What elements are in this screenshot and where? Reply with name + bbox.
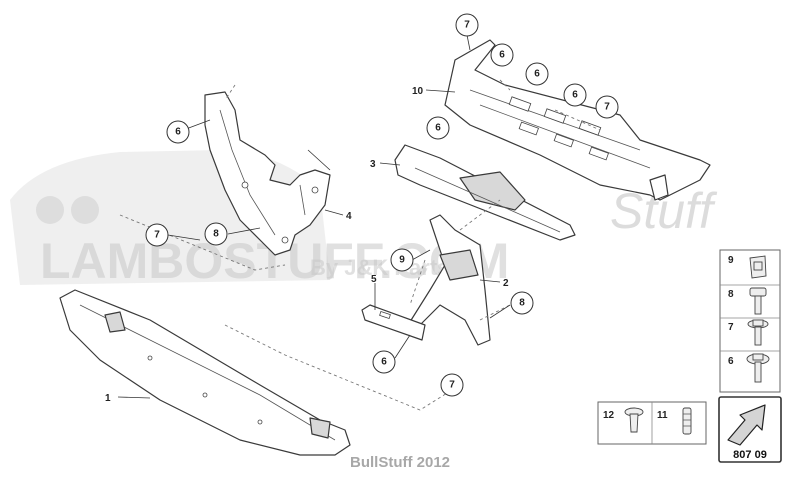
small-plate [361,304,426,341]
callout-6-rail: 6 [426,116,450,140]
svg-text:9: 9 [728,255,734,266]
label-2: 2 [503,278,509,289]
clip-nut-icon [749,255,767,279]
callout-8-left: 8 [204,222,228,246]
svg-text:7: 7 [604,102,610,113]
label-5: 5 [371,274,377,285]
sleeve-icon [682,407,692,435]
footer-credit: BullStuff 2012 [350,454,450,471]
svg-text:7: 7 [464,20,470,31]
rivet-icon [624,407,644,433]
svg-text:2: 2 [503,278,509,289]
label-1: 1 [105,393,111,404]
washer-bolt-icon [746,353,770,383]
callout-6-upper-b: 6 [525,62,549,86]
svg-text:7: 7 [449,380,455,391]
svg-text:6: 6 [572,90,578,101]
diagram-reference-number: 807 09 [733,449,767,461]
label-3: 3 [370,159,376,170]
watermark-byline: By J&K Parts [310,255,449,280]
label-10: 10 [412,86,424,97]
front-bumper-beam [59,289,351,456]
svg-text:6: 6 [175,127,181,138]
svg-text:6: 6 [499,50,505,61]
bolt-icon [749,287,767,315]
bottom-fastener-panel: 12 11 [597,401,707,445]
label-4: 4 [346,211,352,222]
diagram-reference-box: 807 09 [718,396,782,463]
svg-text:6: 6 [728,356,734,367]
svg-text:6: 6 [381,357,387,368]
flange-bolt-icon [747,319,769,346]
svg-text:6: 6 [435,123,441,134]
callout-6-left-bracket: 6 [166,120,190,144]
svg-text:9: 9 [399,255,405,266]
left-side-bracket [204,91,331,256]
callout-7-top: 7 [455,13,479,37]
svg-text:8: 8 [519,298,525,309]
center-stand [407,214,491,346]
svg-text:8: 8 [728,289,734,300]
fastener-legend-panel: 9 8 7 6 [719,249,781,393]
svg-text:5: 5 [371,274,377,285]
svg-text:12: 12 [603,410,615,421]
svg-text:10: 10 [412,86,424,97]
leader-lines [117,24,511,399]
svg-text:8: 8 [213,229,219,240]
svg-text:4: 4 [346,211,352,222]
callout-6-upper-c: 6 [563,83,587,107]
svg-text:6: 6 [534,69,540,80]
mid-bracket-rail [394,144,576,241]
svg-text:1: 1 [105,393,111,404]
svg-text:11: 11 [657,410,668,421]
arrow-icon [727,404,766,446]
svg-text:3: 3 [370,159,376,170]
svg-text:7: 7 [154,230,160,241]
callout-6-upper-a: 6 [490,43,514,67]
callout-7-bottom: 7 [440,373,464,397]
svg-text:7: 7 [728,322,734,333]
callout-8-right: 8 [510,291,534,315]
callout-7-upper-right: 7 [595,95,619,119]
callout-7-left: 7 [145,223,169,247]
callouts: 7 6 6 6 7 10 6 6 3 4 8 7 9 5 2 8 6 7 1 [105,13,619,404]
callout-9: 9 [390,248,414,272]
callout-6-bottom: 6 [372,350,396,374]
